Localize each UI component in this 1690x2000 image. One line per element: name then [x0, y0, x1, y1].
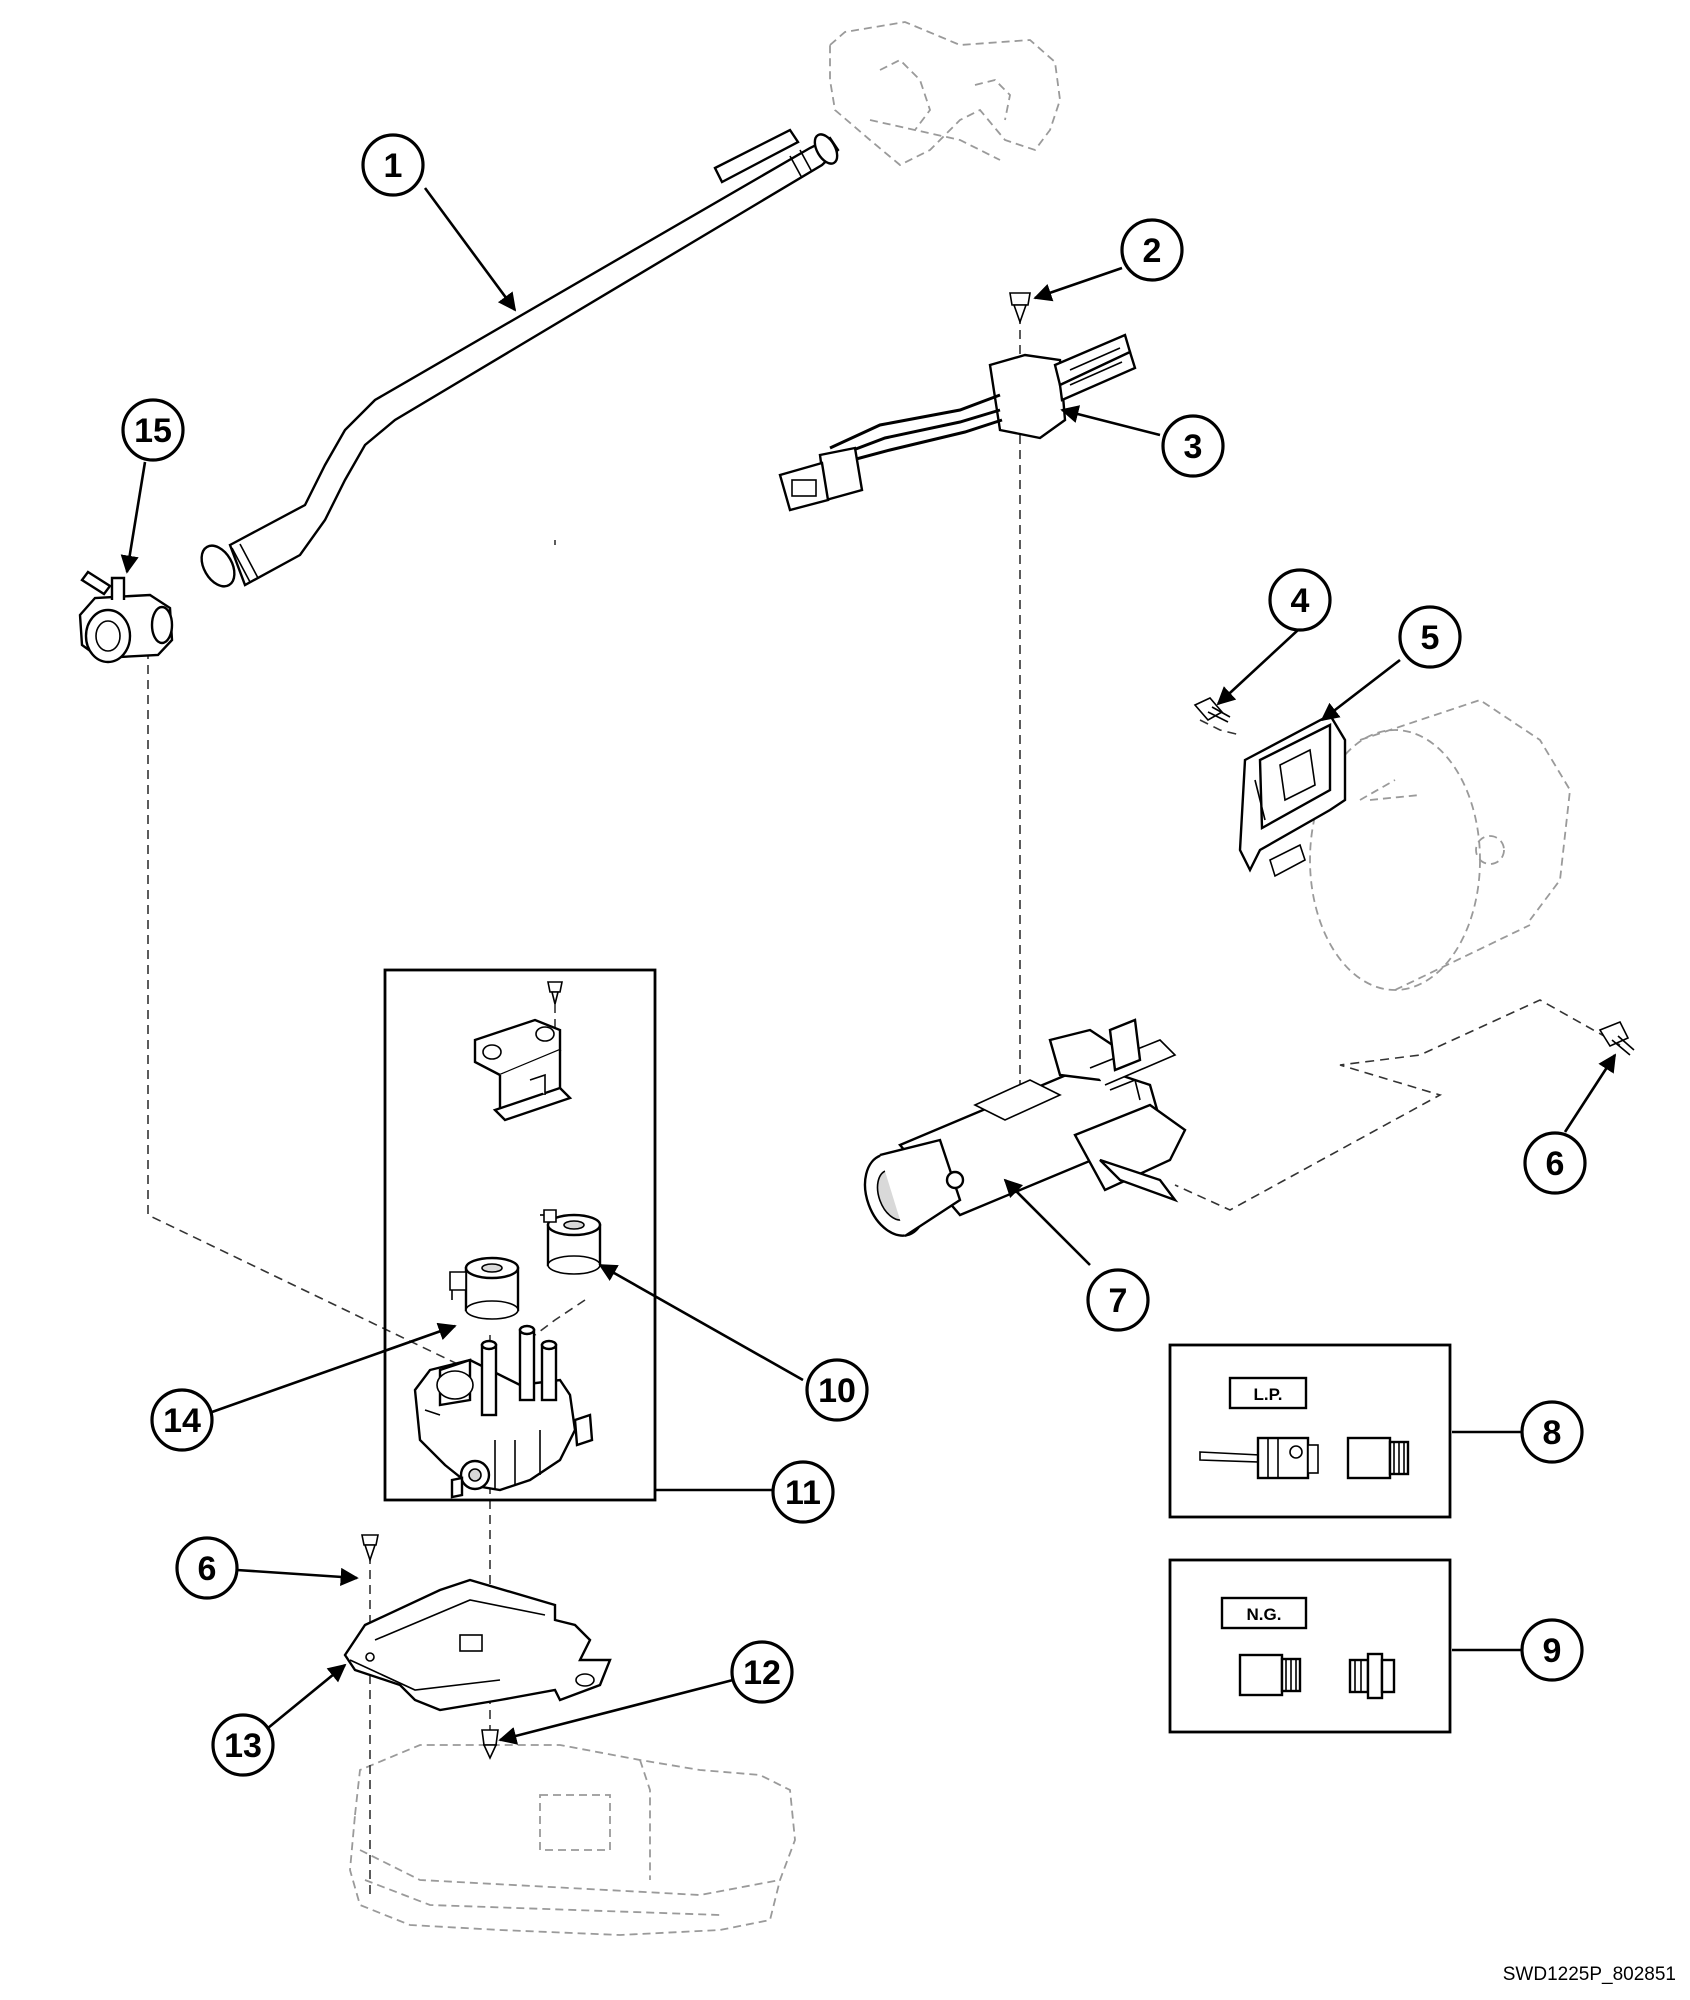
ng-tag-text: N.G. [1247, 1605, 1282, 1624]
ghost-burner-housing-top [829, 21, 1061, 167]
callout-3: 3 [1161, 414, 1225, 478]
lp-kit-box [1168, 1343, 1452, 1519]
callout-7: 7 [1086, 1268, 1150, 1332]
svg-text:8: 8 [1543, 1414, 1562, 1452]
callout-2: 2 [1120, 218, 1184, 282]
bracket-screw [1193, 697, 1231, 723]
svg-text:7: 7 [1109, 1282, 1128, 1320]
valve-coil-right [540, 1209, 602, 1275]
callout-12: 12 [730, 1640, 794, 1704]
svg-text:11: 11 [785, 1474, 821, 1512]
valve-coil-left [449, 1256, 520, 1320]
shutoff-valve [78, 570, 174, 664]
gas-valve-body [413, 1324, 594, 1499]
svg-text:6: 6 [198, 1550, 217, 1588]
valve-screw [547, 981, 563, 1030]
svg-text:4: 4 [1291, 582, 1310, 620]
gas-supply-pipe [200, 128, 840, 588]
callout-5: 5 [1398, 605, 1462, 669]
svg-text:15: 15 [134, 412, 172, 450]
callout-14: 14 [150, 1388, 214, 1452]
ng-orifice-fitting [1238, 1653, 1302, 1697]
svg-text:5: 5 [1421, 619, 1440, 657]
lp-orifice-valve [1199, 1436, 1319, 1480]
svg-text:2: 2 [1143, 232, 1162, 270]
callout-1: 1 [361, 133, 425, 197]
igniter-screw [1009, 292, 1031, 325]
svg-text:10: 10 [818, 1372, 856, 1410]
coil-bracket [473, 1018, 573, 1122]
callout-13: 13 [211, 1713, 275, 1777]
ng-tag [1220, 1596, 1308, 1630]
svg-text:12: 12 [743, 1654, 781, 1692]
gas-valve-kit-box [383, 968, 657, 1502]
bracket-bottom-screw [481, 1729, 499, 1760]
lp-orifice-fitting [1346, 1436, 1410, 1480]
lp-tag-text: L.P. [1254, 1385, 1283, 1404]
igniter [778, 333, 1137, 512]
svg-text:6: 6 [1546, 1145, 1565, 1183]
callout-6-left: 6 [175, 1536, 239, 1600]
callout-11: 11 [771, 1460, 835, 1524]
ng-orifice-spud [1348, 1652, 1396, 1700]
callout-9: 9 [1520, 1618, 1584, 1682]
callout-4: 4 [1268, 568, 1332, 632]
ng-kit-box [1168, 1558, 1452, 1734]
flame-sensor-bracket [1238, 713, 1347, 878]
leader-lines [120, 187, 1617, 1745]
svg-text:3: 3 [1184, 428, 1203, 466]
callout-15: 15 [121, 398, 185, 462]
callout-6-right: 6 [1523, 1131, 1587, 1195]
callout-8: 8 [1520, 1400, 1584, 1464]
burner-assembly [863, 1018, 1187, 1238]
callout-10: 10 [805, 1358, 869, 1422]
lp-tag [1228, 1376, 1308, 1410]
valve-mounting-bracket [343, 1578, 612, 1712]
right-screw [1598, 1020, 1635, 1056]
diagram-code: SWD1225P_802851 [1502, 1964, 1676, 1985]
left-screw [361, 1534, 379, 1563]
svg-text:1: 1 [384, 147, 403, 185]
ghost-base-plate [349, 1744, 796, 1936]
ghost-burner-tube [1309, 699, 1571, 991]
svg-text:14: 14 [163, 1402, 201, 1440]
svg-text:13: 13 [224, 1727, 262, 1765]
svg-text:9: 9 [1543, 1632, 1562, 1670]
